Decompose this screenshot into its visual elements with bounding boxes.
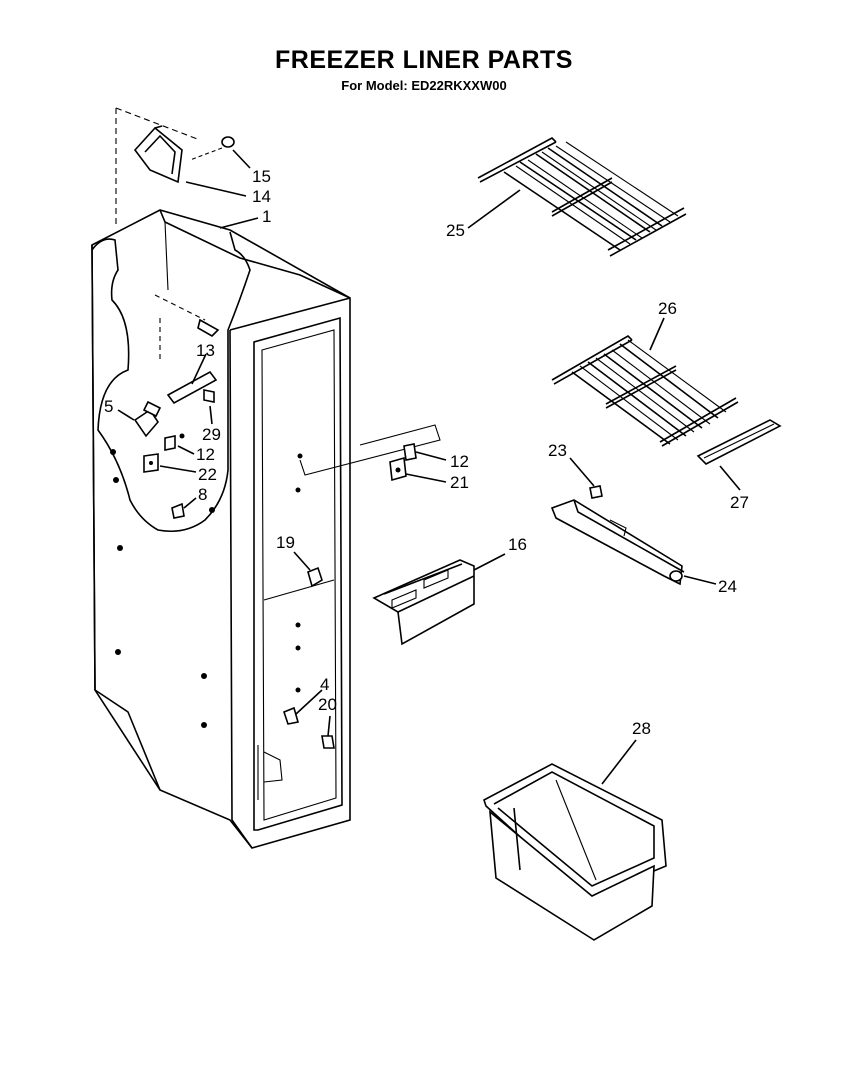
- callout-8: 8: [198, 485, 207, 504]
- part-21-bracket: [389, 456, 407, 482]
- page-title: FREEZER LINER PARTS: [275, 46, 573, 74]
- model-subtitle: For Model: ED22RKXXW00: [341, 78, 507, 93]
- part-12-right: [403, 443, 417, 461]
- callout-14: 14: [252, 187, 271, 206]
- part-29-screw: [203, 389, 215, 403]
- callout-12-right: 12: [450, 452, 469, 471]
- freezer-liner: [91, 107, 441, 849]
- callout-27: 27: [730, 493, 749, 512]
- part-22-bracket: [143, 453, 159, 473]
- part-4-clip: [283, 706, 300, 725]
- callout-15: 15: [252, 167, 271, 186]
- callout-5: 5: [104, 397, 113, 416]
- callout-29: 29: [202, 425, 221, 444]
- part-20-screw: [321, 735, 335, 749]
- callout-13: 13: [196, 341, 215, 360]
- callout-28: 28: [632, 719, 651, 738]
- callout-26: 26: [658, 299, 677, 318]
- callout-16: 16: [508, 535, 527, 554]
- part-14-bracket: [133, 125, 183, 184]
- part-16-cover: [372, 559, 475, 646]
- callout-labels: 15 14 1 13 5 29 12 22 8 12 21 19 16 4 20…: [104, 167, 749, 738]
- part-27-strip: [696, 419, 782, 465]
- callout-4: 4: [320, 675, 329, 694]
- part-23-screw: [589, 485, 603, 499]
- part-28-bin: [483, 763, 667, 941]
- part-5-clip: [133, 400, 162, 438]
- callout-22: 22: [198, 465, 217, 484]
- callout-20: 20: [318, 695, 337, 714]
- part-13-rail: [166, 318, 220, 405]
- callout-21: 21: [450, 473, 469, 492]
- callout-12-left: 12: [196, 445, 215, 464]
- part-12-left: [164, 433, 185, 451]
- callout-23: 23: [548, 441, 567, 460]
- callout-1: 1: [262, 207, 271, 226]
- part-25-wire-shelf: [477, 137, 687, 257]
- part-8-screw: [171, 502, 185, 519]
- part-24-support-rail: [550, 499, 685, 586]
- leader-lines: [117, 149, 741, 785]
- part-19-clip: [307, 566, 323, 588]
- callout-25: 25: [446, 221, 465, 240]
- callout-19: 19: [276, 533, 295, 552]
- callout-24: 24: [718, 577, 737, 596]
- part-15-screw: [189, 136, 235, 161]
- part-26-wire-shelf: [551, 334, 739, 447]
